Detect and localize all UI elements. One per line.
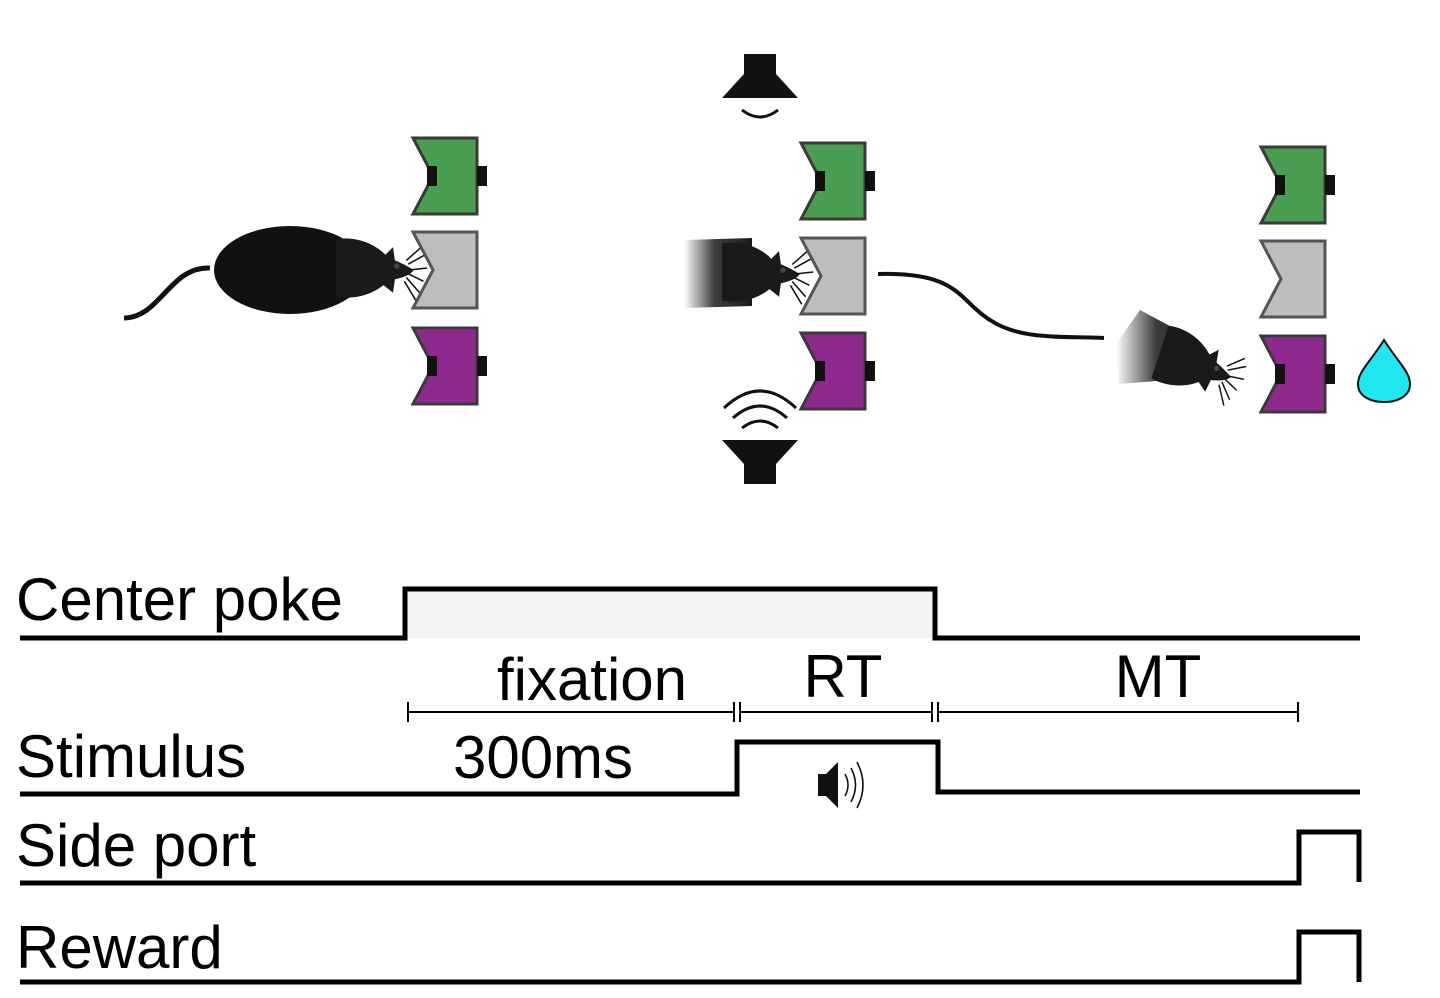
panel-approach: [123, 136, 489, 406]
water-drop-icon: [1356, 338, 1412, 404]
center-poke-label: Center poke: [16, 566, 343, 633]
timing-diagram: Center poke fixation RT MT Stimulus 300m…: [16, 566, 1362, 985]
speaker-icon: [722, 54, 798, 119]
left-port: [411, 136, 489, 216]
side-port-trace: [20, 829, 1362, 886]
panel-reward: [1116, 145, 1412, 414]
stimulus-label: Stimulus: [16, 723, 246, 790]
speaker-sound-icon: [722, 389, 798, 484]
rat-tail: [123, 265, 211, 321]
sound-icon: [818, 761, 864, 809]
epoch-ruler: [407, 702, 1299, 722]
stimulus-trace: [20, 739, 1360, 797]
center-port: [799, 236, 867, 316]
epoch-mt-label: MT: [1115, 643, 1202, 710]
right-port: [799, 331, 877, 411]
center-port: [411, 230, 479, 310]
right-port: [1259, 334, 1337, 414]
center-poke-trace: [20, 586, 1360, 641]
rat-icon: [214, 226, 428, 314]
side-port-label: Side port: [16, 812, 256, 879]
rat-icon: [684, 238, 814, 308]
epoch-fixation-label: fixation: [497, 646, 687, 713]
reward-label: Reward: [16, 914, 223, 981]
epoch-rt-label: RT: [804, 643, 883, 710]
fixation-duration: 300ms: [453, 724, 633, 791]
center-port: [1259, 239, 1327, 319]
left-port: [799, 141, 877, 221]
center-poke-fill: [408, 590, 934, 638]
movement-path: [877, 271, 1105, 340]
rat-icon: [1116, 310, 1254, 410]
right-port: [411, 326, 489, 406]
reward-trace: [20, 929, 1362, 985]
panel-stimulus: [684, 54, 1105, 484]
left-port: [1259, 145, 1337, 225]
